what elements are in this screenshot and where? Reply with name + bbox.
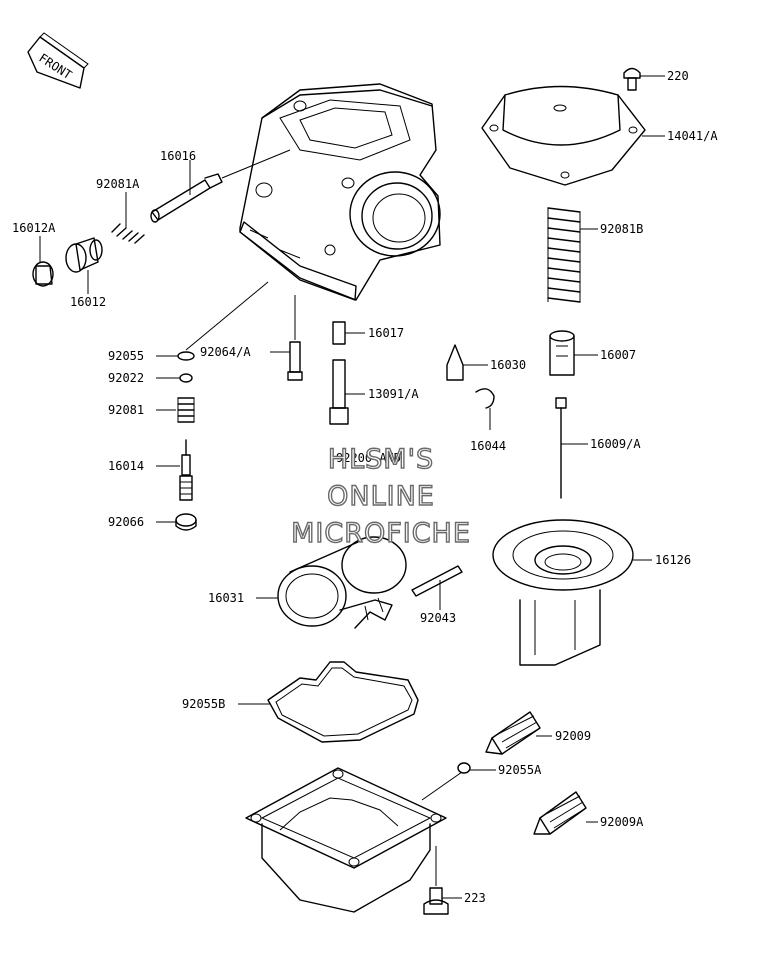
label-92081a: 92081A xyxy=(96,177,140,191)
label-16030: 16030 xyxy=(490,358,526,372)
carburetor-body xyxy=(239,83,441,301)
part-92009-screw: 92009 xyxy=(485,711,591,755)
part-220-screw: 220 xyxy=(623,67,689,91)
part-13091a-needle-jet: 13091/A xyxy=(329,359,419,425)
part-92043-pin: 92043 xyxy=(411,565,463,625)
label-16012: 16012 xyxy=(70,295,106,309)
label-16017: 16017 xyxy=(368,326,404,340)
part-14041a-top-cover: 14041/A xyxy=(481,85,718,186)
part-92055b-gasket: 92055B xyxy=(182,661,419,743)
part-16014-mixture-screw: 16014 xyxy=(108,439,193,501)
label-92081: 92081 xyxy=(108,403,144,417)
part-92064a-jet: 92064/A xyxy=(200,295,303,381)
label-92055b: 92055B xyxy=(182,697,225,711)
front-arrow-icon: FRONT xyxy=(27,32,89,89)
label-220: 220 xyxy=(667,69,689,83)
part-16017-jet: 16017 xyxy=(332,321,404,345)
label-16007: 16007 xyxy=(600,348,636,362)
label-16016: 16016 xyxy=(160,149,196,163)
label-16012a: 16012A xyxy=(12,221,56,235)
label-92009a: 92009A xyxy=(600,815,644,829)
label-92055a: 92055A xyxy=(498,763,542,777)
watermark-line2: ONLINE xyxy=(327,481,435,512)
label-92009: 92009 xyxy=(555,729,591,743)
part-16031-float: 16031 xyxy=(208,536,407,629)
label-92022: 92022 xyxy=(108,371,144,385)
label-92066: 92066 xyxy=(108,515,144,529)
label-14041a: 14041/A xyxy=(667,129,718,143)
label-16014: 16014 xyxy=(108,459,144,473)
part-16016-pilot-screw: 16016 xyxy=(150,149,291,223)
part-223-screw: 223 xyxy=(423,846,486,915)
part-92055-o-ring: 92055 xyxy=(108,349,195,363)
part-92081-spring: 92081 xyxy=(108,397,195,423)
part-92055a-o-ring: 92055A xyxy=(457,762,542,777)
label-92081b: 92081B xyxy=(600,222,643,236)
watermark: HLSM'S ONLINE MICROFICHE xyxy=(290,443,471,549)
part-16044-clip: 16044 xyxy=(470,388,506,453)
part-16012-plug: 16012 xyxy=(65,237,106,309)
part-16007-needle-holder: 16007 xyxy=(549,330,636,376)
front-label: FRONT xyxy=(36,51,74,82)
label-16031: 16031 xyxy=(208,591,244,605)
small-note: 92200 AND xyxy=(336,451,401,465)
label-92055: 92055 xyxy=(108,349,144,363)
watermark-line1: HLSM'S xyxy=(328,444,434,475)
part-16126-diaphragm: 16126 xyxy=(492,519,691,666)
label-92064a: 92064/A xyxy=(200,345,251,359)
label-92043: 92043 xyxy=(420,611,456,625)
label-223: 223 xyxy=(464,891,486,905)
part-16012a-cap: 16012A xyxy=(12,221,56,287)
label-16009a: 16009/A xyxy=(590,437,641,451)
float-bowl xyxy=(245,767,463,913)
label-13091a: 13091/A xyxy=(368,387,419,401)
part-92081a-spring: 92081A xyxy=(96,177,145,244)
part-92022-washer: 92022 xyxy=(108,371,193,385)
part-92066-cap: 92066 xyxy=(108,513,197,531)
part-92009a-screw: 92009A xyxy=(533,791,644,835)
label-16126: 16126 xyxy=(655,553,691,567)
part-16009a-jet-needle: 16009/A xyxy=(555,397,641,499)
watermark-line3: MICROFICHE xyxy=(291,518,471,549)
label-16044: 16044 xyxy=(470,439,506,453)
leader-line xyxy=(185,281,269,351)
part-16030-float-valve: 16030 xyxy=(446,344,526,381)
part-92081b-spring: 92081B xyxy=(547,207,643,303)
